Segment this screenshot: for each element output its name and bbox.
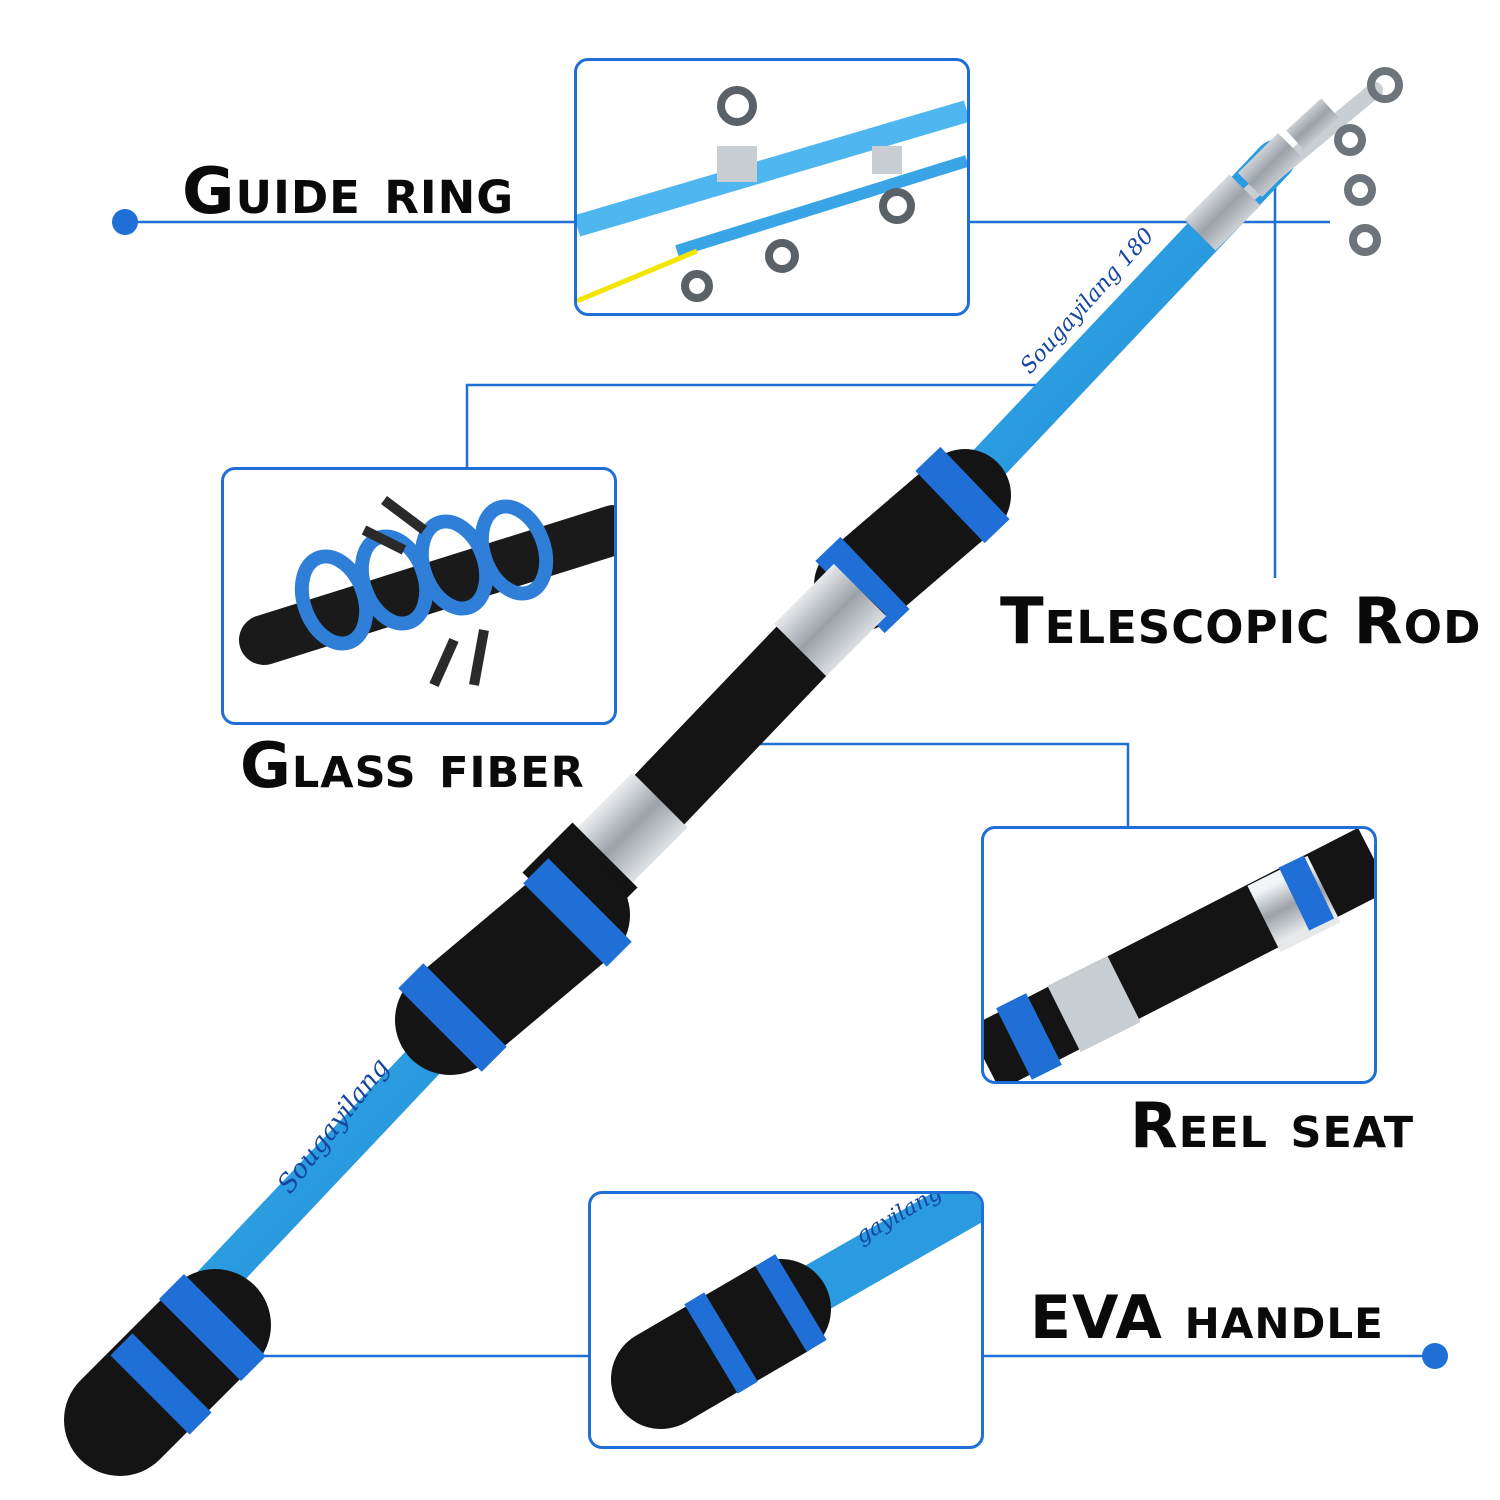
reel-seat-detail-panel <box>981 826 1377 1084</box>
telescopic-rod-label: Telescopic Rod <box>1000 585 1482 659</box>
eva-handle-detail-image: gayilang <box>611 1194 981 1429</box>
reel-seat-detail-image <box>984 829 1374 1081</box>
glass-fiber-detail-panel <box>221 467 617 725</box>
guide-ring-dot <box>112 209 138 235</box>
guide-ring-detail-panel <box>574 58 970 316</box>
glass-fiber-detail-image <box>239 496 614 688</box>
guide-ring-label: Guide ring <box>182 155 515 229</box>
guide-ring-detail-image <box>577 86 967 304</box>
eva-handle-dot <box>1422 1343 1448 1369</box>
glass-fiber-label: Glass fiber <box>240 729 585 802</box>
eva-handle-label: EVA handle <box>1030 1283 1384 1353</box>
reel-seat-label: Reel seat <box>1130 1089 1415 1162</box>
eva-handle-detail-panel: gayilang <box>588 1191 984 1449</box>
